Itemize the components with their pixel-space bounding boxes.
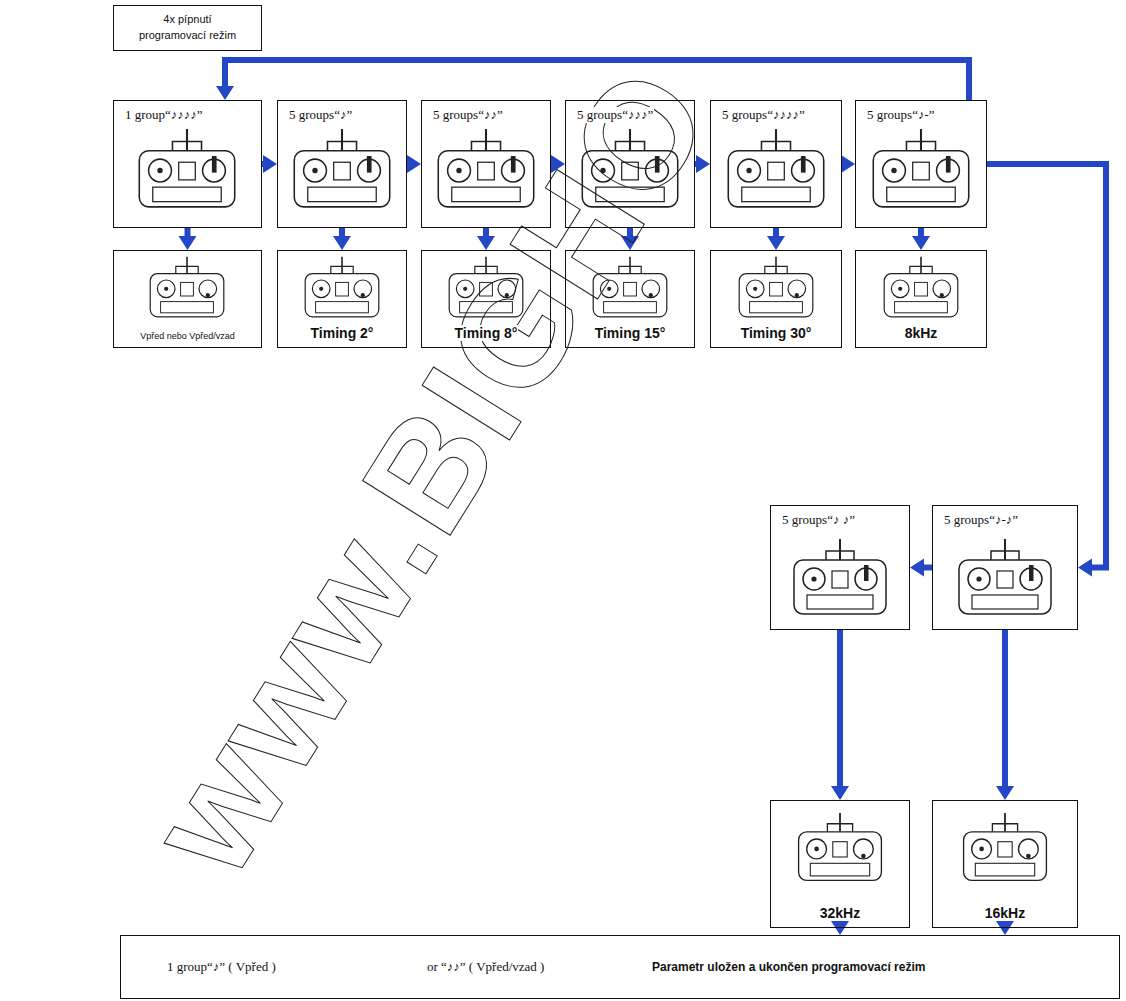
- flow-arrow: [841, 155, 855, 173]
- step-box: 5 groups“♪ ♪”: [770, 505, 910, 630]
- flow-arrow: [767, 228, 785, 250]
- beep-group-label: 5 groups“♪♪♪♪”: [721, 107, 806, 123]
- transmitter-icon: [794, 539, 886, 614]
- option-label: 32kHz: [819, 905, 861, 921]
- transmitter-icon: [294, 129, 389, 207]
- transmitter-icon: [873, 129, 968, 207]
- step-box: 5 groups“♪”: [277, 100, 407, 228]
- transmitter-icon: [964, 813, 1047, 881]
- option-label: Timing 30°: [740, 325, 813, 341]
- flow-arrow: [996, 630, 1014, 800]
- flow-arrow: [333, 228, 351, 250]
- flow-arrow: [831, 921, 849, 935]
- option-label: Timing 15°: [594, 325, 667, 341]
- option-box: Vpřed nebo Vpřed/vzad: [113, 250, 262, 348]
- option-label: 8kHz: [904, 325, 939, 341]
- transmitter-icon: [739, 257, 813, 317]
- transmitter-icon: [884, 257, 958, 317]
- flow-arrow: [179, 228, 197, 250]
- beep-group-label: 5 groups“♪♪”: [432, 107, 504, 123]
- step-box: 5 groups“♪-♪”: [932, 505, 1078, 630]
- beep-group-label: 5 groups“♪-♪”: [943, 512, 1019, 528]
- transmitter-icon: [799, 813, 882, 881]
- result-text: or “♪♪” ( Vpřed/vzad ): [426, 959, 545, 975]
- transmitter-icon: [959, 539, 1051, 614]
- result-text: Parametr uložen a ukončen programovací r…: [651, 960, 926, 974]
- option-box: Timing 8°: [421, 250, 551, 348]
- beep-group-label: 5 groups“♪ ♪”: [781, 512, 856, 528]
- option-label: 16kHz: [984, 905, 1026, 921]
- result-text: 1 group“♪” ( Vpřed ): [166, 959, 277, 975]
- note-box: 4x pípnutí programovací režim: [113, 5, 262, 51]
- flow-arrow: [912, 228, 930, 250]
- note-text: 4x pípnutí programovací režim: [128, 12, 248, 44]
- transmitter-icon: [728, 129, 823, 207]
- option-box: Timing 30°: [710, 250, 842, 348]
- flow-arrow: [407, 155, 421, 173]
- beep-group-label: 5 groups“♪-”: [866, 107, 936, 123]
- transmitter-icon: [150, 257, 224, 317]
- flow-arrow: [910, 559, 932, 577]
- transmitter-icon: [305, 257, 379, 317]
- result-band: 1 group“♪” ( Vpřed ) or “♪♪” ( Vpřed/vzad…: [120, 935, 1120, 999]
- step-box: 5 groups“♪♪”: [421, 100, 551, 228]
- option-label: Timing 8°: [454, 325, 519, 341]
- beep-group-label: 5 groups“♪♪♪”: [576, 107, 654, 123]
- step-box: 5 groups“♪♪♪♪”: [710, 100, 842, 228]
- beep-group-label: 5 groups“♪”: [288, 107, 353, 123]
- step-box: 1 group“♪♪♪♪”: [113, 100, 262, 228]
- option-box: 8kHz: [855, 250, 987, 348]
- option-box: Timing 2°: [277, 250, 407, 348]
- option-box: Timing 15°: [565, 250, 695, 348]
- option-box: 32kHz: [770, 800, 910, 928]
- option-box: 16kHz: [932, 800, 1078, 928]
- transmitter-icon: [139, 129, 234, 207]
- step-box: 5 groups“♪♪♪”: [565, 100, 695, 228]
- option-label: Vpřed nebo Vpřed/vzad: [139, 331, 236, 341]
- flow-arrow: [262, 155, 277, 173]
- option-label: Timing 2°: [310, 325, 375, 341]
- flow-arrow: [831, 630, 849, 800]
- flow-arrow: [996, 921, 1014, 935]
- beep-group-label: 1 group“♪♪♪♪”: [124, 107, 204, 123]
- step-box: 5 groups“♪-”: [855, 100, 987, 228]
